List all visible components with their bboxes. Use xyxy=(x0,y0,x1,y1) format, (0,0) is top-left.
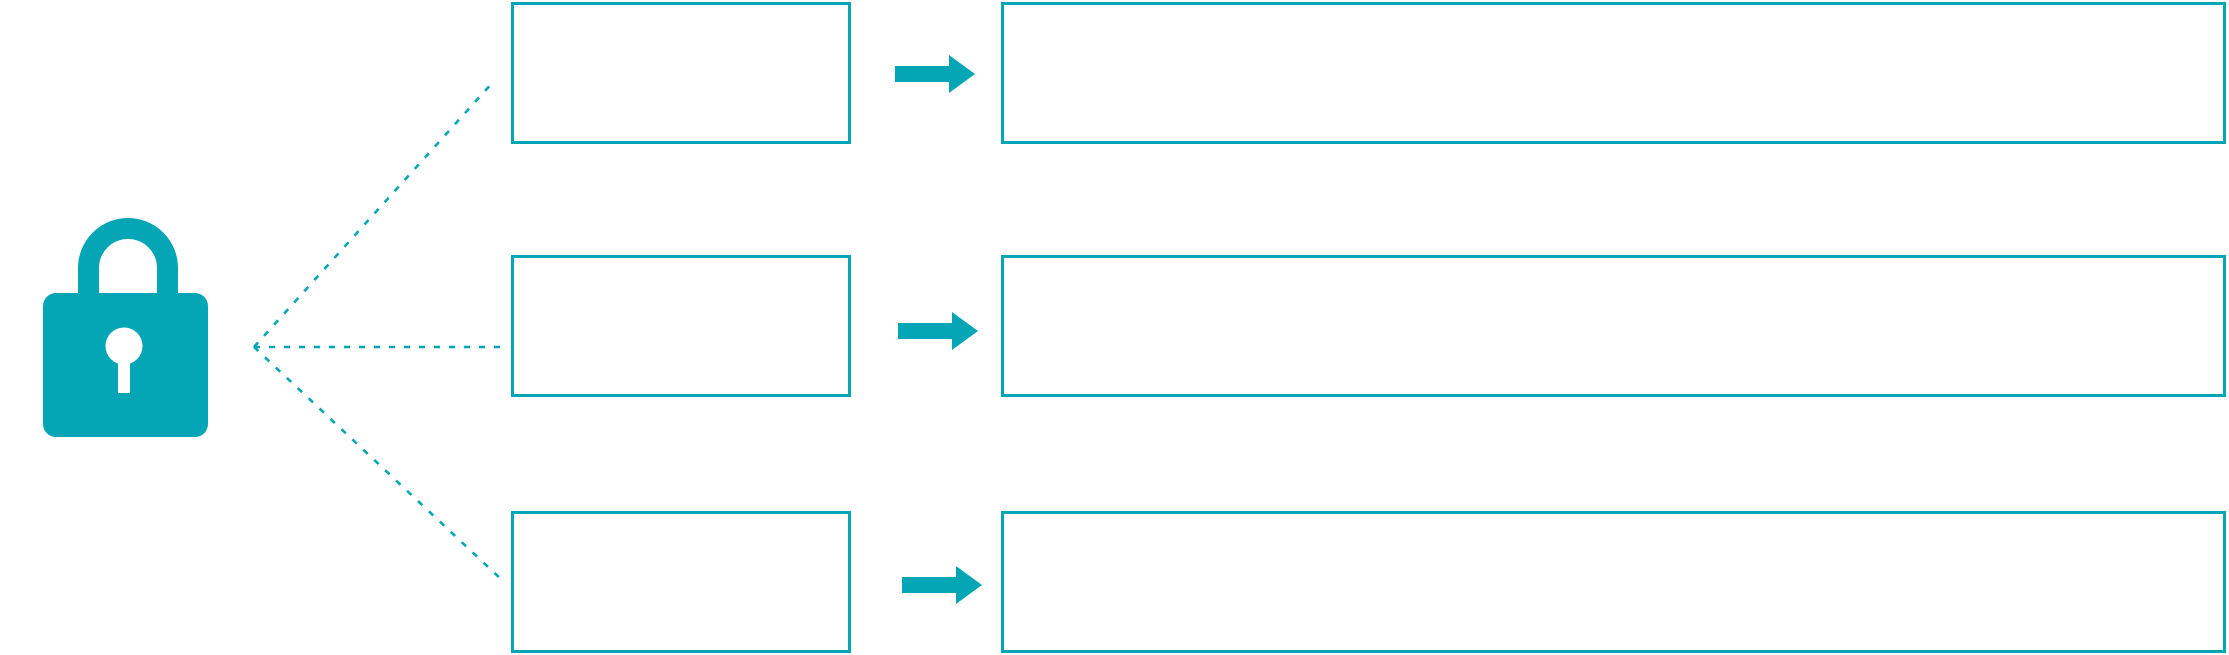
right-arrow-shape xyxy=(902,566,982,604)
right-arrow-shape xyxy=(898,312,978,350)
right-arrow-icon xyxy=(902,566,982,604)
small-label-box-row-2 xyxy=(511,255,851,397)
right-arrow-icon xyxy=(895,55,975,93)
small-label-box-row-3 xyxy=(511,511,851,653)
large-description-box-row-2 xyxy=(1001,255,2226,397)
large-description-box-row-3 xyxy=(1001,511,2226,653)
dotted-connector-line-top xyxy=(253,80,495,348)
right-arrow-shape xyxy=(895,55,975,93)
padlock-shackle xyxy=(78,218,178,318)
right-arrow-icon xyxy=(898,312,978,350)
large-description-box-row-1 xyxy=(1001,2,2226,144)
padlock-icon xyxy=(43,218,208,437)
dotted-connector-line-bottom xyxy=(253,346,503,581)
small-label-box-row-1 xyxy=(511,2,851,144)
padlock-keyhole-stem xyxy=(118,346,130,393)
